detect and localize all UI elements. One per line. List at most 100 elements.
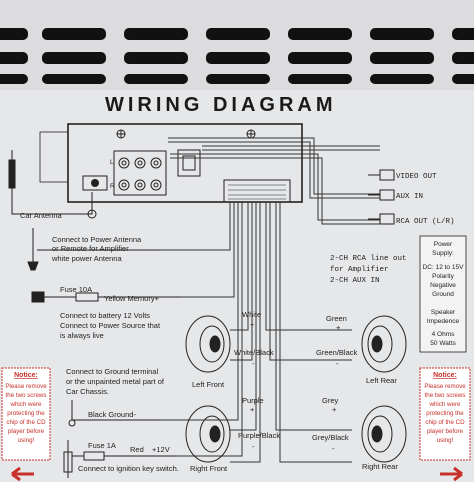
rca-plug-icon [368, 169, 395, 225]
purple-plus: + [250, 405, 255, 414]
right-rear-label: Right Rear [362, 462, 398, 471]
notice-right-line-5: chip of the CD [425, 419, 465, 426]
white-wire-label: White [242, 310, 261, 319]
purple-black-minus: - [252, 442, 255, 451]
speaker-right-rear-icon [361, 405, 407, 463]
fuse-1a-label: Fuse 1A [88, 441, 116, 450]
rca-jacks-icon [113, 150, 167, 196]
white-plus: + [250, 320, 255, 329]
notice-right-line-6: player before [427, 428, 464, 435]
black-ground-label: Black Ground- [88, 410, 136, 419]
notice-right-line-1: Please remove [424, 383, 466, 390]
spec-line-2: Supply: [432, 250, 454, 257]
car-antenna-label: Car Antenna [20, 211, 63, 220]
aux-in-label: AUX IN [396, 193, 423, 201]
memory-line-2: is always live [60, 331, 104, 340]
notice-left-line-3: which were [10, 401, 43, 408]
impedance-line-1: Speaker [431, 309, 456, 316]
white-black-minus: - [252, 359, 255, 368]
wiring-harness-connector [223, 179, 291, 203]
memory-line-1: Connect to Power Source that [60, 321, 161, 330]
notice-heading-right: Notice: [433, 372, 457, 379]
green-wire-label: Green [326, 314, 347, 323]
yellow-memory-label: Yellow Memory+ [104, 294, 160, 303]
antenna-socket-icon [82, 175, 108, 191]
notice-left-line-7: using! [18, 437, 35, 444]
notice-heading-left: Notice: [14, 372, 38, 379]
notice-right-line-3: which were [429, 401, 462, 408]
ground-line-2: or the unpainted metal part of [66, 377, 165, 386]
notice-left-line-1: Please remove [5, 383, 47, 390]
purple-black-wire-label: Purple/Black [238, 431, 280, 440]
notice-left-line-6: player before [8, 428, 45, 435]
arrow-right-icon [440, 466, 463, 482]
left-front-label: Left Front [192, 380, 225, 389]
ground-screw-icon [246, 129, 256, 139]
rca-line-out-2: for Amplifier [330, 266, 389, 274]
notice-left-line-2: the two screws [6, 392, 47, 399]
speaker-right-front-icon [185, 405, 231, 463]
spec-line-1: Power [434, 241, 453, 248]
green-black-minus: - [336, 359, 339, 368]
grey-wire-label: Grey [322, 396, 339, 405]
white-black-wire-label: White/Black [234, 348, 274, 357]
ground-terminal-icon [68, 400, 160, 427]
green-plus: + [336, 323, 341, 332]
vent-slots [0, 28, 474, 84]
impedance-line-4: 50 Watts [430, 340, 456, 347]
ground-screw-icon [116, 129, 126, 139]
notice-right-line-4: protecting the [426, 410, 464, 417]
grey-plus: + [332, 405, 337, 414]
notice-right-line-7: using! [437, 437, 454, 444]
arrow-left-icon [11, 466, 34, 482]
speaker-left-rear-icon [361, 315, 407, 373]
rca-line-out-3: 2-CH AUX IN [330, 277, 380, 285]
left-rear-label: Left Rear [366, 376, 397, 385]
rca-line-out-1: 2-CH RCA line out [330, 255, 407, 263]
red-wire-label: Red [130, 445, 144, 454]
rca-r-label: R [110, 183, 115, 190]
purple-wire-label: Purple [242, 396, 264, 405]
notice-box-right [419, 367, 471, 461]
impedance-line-2: Impedence [427, 318, 460, 325]
notice-left-line-4: protecting the [7, 410, 45, 417]
battery-icon [31, 291, 180, 303]
grey-black-wire-label: Grey/Black [312, 433, 349, 442]
ground-line-3: Car Chassis. [66, 387, 109, 396]
green-black-wire-label: Green/Black [316, 348, 358, 357]
power-antenna-line-3: white power Antenna [51, 254, 122, 263]
video-jack-icon [177, 149, 201, 177]
ignition-label: Connect to ignition key switch. [78, 464, 179, 473]
label-sheet [0, 90, 474, 482]
rca-out-label: RCA OUT (L/R) [396, 218, 455, 226]
notice-left-line-5: chip of the CD [6, 419, 46, 426]
notice-right-line-2: the two screws [425, 392, 466, 399]
grey-black-minus: - [332, 444, 335, 453]
rca-output-wires [168, 137, 380, 225]
spec-box [419, 235, 467, 353]
notice-box-left [1, 367, 51, 461]
ignition-key-icon [63, 440, 176, 478]
power-antenna-line-1: Connect to Power Antenna [52, 235, 142, 244]
rca-l-label: L [110, 159, 114, 166]
spec-line-3: DC: 12 to 15V [423, 264, 464, 271]
memory-battery-label: Connect to battery 12 Volts [60, 311, 150, 320]
fuse-10a-label: Fuse 10A [60, 285, 92, 294]
power-antenna-icon [27, 228, 160, 271]
right-front-label: Right Front [190, 464, 228, 473]
chassis-notch [39, 131, 69, 183]
car-antenna-icon [8, 150, 97, 219]
ground-line-1: Connect to Ground terminal [66, 367, 158, 376]
impedance-line-3: 4 Ohms [432, 331, 456, 338]
spec-line-6: Ground [432, 291, 454, 298]
speaker-left-front-icon [185, 315, 231, 373]
spec-line-4: Polarity [432, 273, 454, 280]
diagram-title: WIRING DIAGRAM [105, 94, 337, 116]
spec-line-5: Negative [430, 282, 456, 289]
video-out-label: VIDEO OUT [396, 173, 437, 181]
harness-wires [160, 202, 352, 463]
power-antenna-line-2: or Remote for Amplifier [52, 244, 129, 253]
plus-12v-label: +12V [152, 445, 170, 454]
